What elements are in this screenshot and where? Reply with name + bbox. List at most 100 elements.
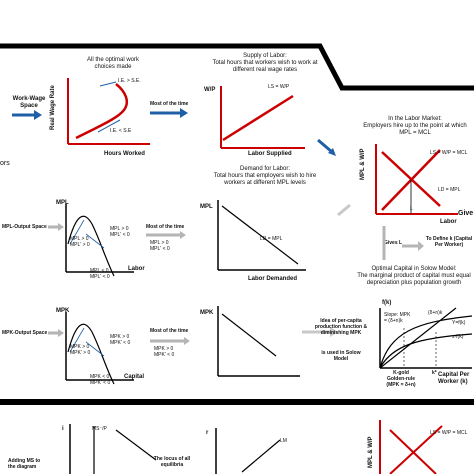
blue-arrow [12,110,42,120]
labor-market-right-cut: Give [458,210,474,217]
solow-subtitle: The marginal product of capital must equ… [357,273,471,286]
solow-heading: Optimal Capital in Solow Model: The marg… [354,266,474,287]
mpk-bot-a: MPK < 0 [90,374,110,380]
gives-l-target: To Define k (Capital Per Worker) [425,236,473,248]
mpl-bot-a: MPL < 0 [90,268,109,274]
percapita-note: is used in Solow Model [321,350,361,362]
mpl-note-title: Most of the time [146,224,185,230]
mpk-top-notes: MPK > 0 MPK' > 0 [70,344,90,356]
mpk-graph [65,312,134,385]
mpk-demand-ylabel: MPK [200,310,214,316]
work-wage-upper-note: I.E. > S.E. [118,78,141,84]
mpk-top-b: MPK' > 0 [70,350,91,356]
supply-subtitle: Total hours that workers wish to work at… [212,60,318,73]
solow-ylabel: f(k) [382,300,392,306]
mpl-graph [65,204,134,277]
labor-market-demand-label: LD = MPL [438,187,461,193]
solow-y1-label: Y=f(k) [452,320,466,326]
mpk-grey-arrow [48,329,64,337]
mpl-mid-b: MPL' < 0 [110,232,130,238]
mpl-note-values: MPL > 0 MPL' < 0 [150,240,170,252]
work-wage-ylabel: Real Wage Rate [50,85,56,130]
demand-title: Demand for Labor: [239,166,291,172]
solow-slope-text: Slope: MPK = (δ+n)k [384,312,411,324]
mpk-mid-a: MPK > 0 [110,334,130,340]
mpk-demand-graph [217,306,300,377]
mpl-bot-b: MPL' < 0 [90,274,110,280]
mpk-note-b: MPK' < 0 [154,352,175,358]
mpk-xlabel: Capital [124,374,145,380]
blue-arrow-2 [150,108,188,118]
mpk-note-arrow [150,337,190,345]
blue-arrow-head [328,148,336,156]
mpl-top-notes: MPL > 0 MPL' > 0 [70,236,90,248]
mpk-note-values: MPK > 0 MPK' < 0 [154,346,174,358]
labor-market-title: In the Labor Market: [388,116,442,122]
demand-labor-heading: Demand for Labor: Total hours that emplo… [210,166,320,187]
mpk-side-label: MPK-Output Space [2,330,48,336]
mpk-mid-b: MPK' < 0 [110,340,131,346]
bottom-graph-2 [215,428,281,474]
solow-title: Optimal Capital in Solow Model: [371,266,457,272]
labor-market-subtitle: Employers hire up to the point at which … [363,123,467,136]
work-wage-side-label: Work-Wage Space [12,96,46,109]
demand-graph [217,200,306,271]
demand-xlabel: Labor Demanded [248,276,298,282]
mpk-mid-notes: MPK > 0 MPK' < 0 [110,334,130,346]
work-wage-lower-note: I.E. < S.E [110,128,132,134]
demand-ylabel: MPL [200,204,213,210]
mpl-side-label: MPL-Output Space [2,224,47,230]
mpl-note-a: MPL > 0 [150,240,169,246]
solow-graph [379,307,473,369]
labor-market-supply-label: LS = W/P = MCL [430,150,468,156]
supply-ylabel: W/P [204,87,216,93]
mpl-grey-arrow [48,223,64,231]
connector-arrow [337,203,351,217]
supply-labor-title: Supply of Labor: Total hours that worker… [210,53,320,74]
demand-curve-label: LD = MPL [260,236,283,242]
solow-y2-label: s·f(k) [452,334,464,340]
bottom-adding-ms: Adding MS to the diagram [8,458,41,470]
work-wage-xlabel: Hours Worked [104,151,145,157]
supply-graph [220,86,305,149]
mpl-note-b: MPL' < 0 [150,246,170,252]
work-wage-title: All the optimal work choices made [86,57,140,70]
labor-market-heading: In the Labor Market: Employers hire up t… [360,116,470,137]
bottom-r-label: r [206,430,209,436]
gives-l-label: Gives L [384,240,403,246]
mpk-bot-b: MPK' < 0 [90,380,111,386]
work-wage-arrow-note: Most of the time [150,101,189,107]
demand-subtitle: Total hours that employers wish to hire … [213,173,317,186]
bottom-lm-label: LM [280,438,287,444]
supply-xlabel: Labor Supplied [248,151,292,157]
mpl-mid-notes: MPL > 0 MPL' < 0 [110,226,130,238]
mpl-top-a: MPL > 0 [70,236,89,242]
gives-l-arrows [382,226,424,260]
mpl-mid-a: MPL > 0 [110,226,129,232]
solow-k-star: k* [432,370,437,376]
mpl-ylabel: MPL [56,200,69,206]
labor-market-x-mark: L [410,206,413,212]
top-border [0,43,474,91]
mpl-top-b: MPL' > 0 [70,242,90,248]
mpk-ylabel: MPK [56,308,70,314]
mpk-bot-notes: MPK < 0 MPK' < 0 [90,374,110,386]
percapita-text: Idea of per-capita production function &… [314,318,368,336]
solow-line-label: (δ+n)k [428,310,443,316]
bottom-mpl-wp: MPL & W/P [368,436,374,468]
connector-arrow-head [330,327,338,337]
bottom-ls-label: LS = W/P = MCL [430,430,468,436]
labor-market-ylabel: MPL & W/P [360,148,366,180]
bottom-graph-3 [379,420,443,474]
mpk-top-a: MPK > 0 [70,344,90,350]
bottom-ms-label: MS⁻/P [92,426,107,432]
blue-diagonal-arrow [317,138,333,154]
bottom-locus: The locus of all equilibria [153,456,191,468]
bottom-i-label: i [62,426,64,432]
labor-market-graph [375,144,458,215]
solow-xlabel: Capital Per Worker (k) [438,372,470,385]
left-edge-label: ors [0,160,10,167]
mpl-note-arrow [146,231,186,239]
supply-curve-label: LS = W/P [268,84,290,90]
solow-k-gold: K-gold Golden-rule (MPK = δ+n) [386,370,416,388]
